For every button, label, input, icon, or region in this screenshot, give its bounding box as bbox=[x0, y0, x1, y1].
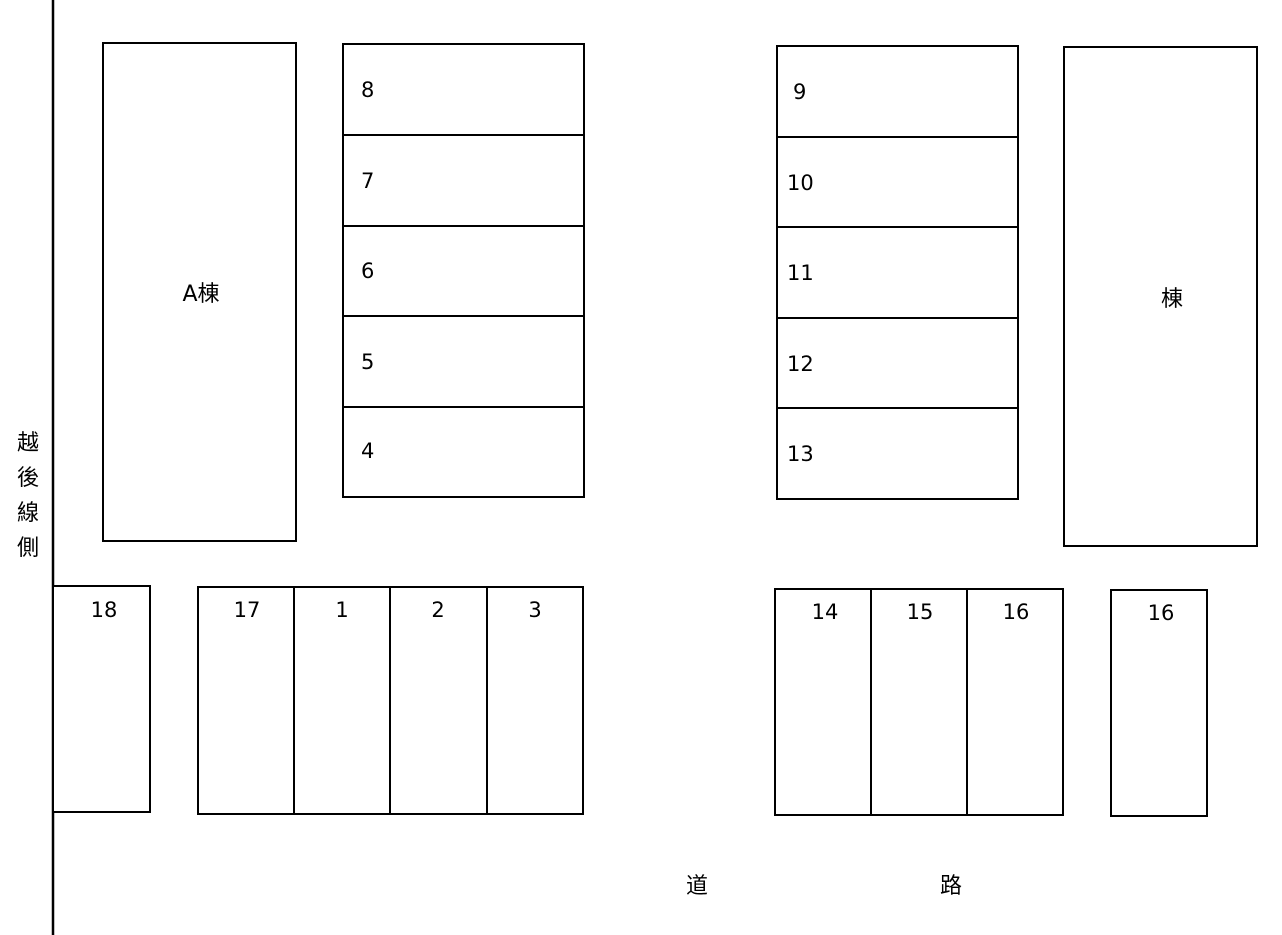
space-10-label: 10 bbox=[787, 171, 814, 195]
space-16b-label: 16 bbox=[1148, 601, 1175, 625]
space-6 bbox=[342, 225, 585, 317]
space-1-label: 1 bbox=[335, 598, 348, 622]
side-char-4: 側 bbox=[17, 536, 39, 561]
road-label: 道 路 bbox=[686, 874, 962, 899]
space-11-label: 11 bbox=[787, 261, 814, 285]
space-9 bbox=[776, 45, 1019, 138]
space-15-label: 15 bbox=[907, 600, 934, 624]
space-17-label: 17 bbox=[234, 598, 261, 622]
building-b-label: 棟 bbox=[1161, 287, 1183, 312]
space-6-label: 6 bbox=[361, 259, 374, 283]
bottom-row-left: 18 17 1 2 3 bbox=[52, 585, 584, 815]
space-13 bbox=[776, 407, 1019, 500]
space-14-label: 14 bbox=[812, 600, 839, 624]
space-18 bbox=[52, 585, 151, 813]
side-char-1: 越 bbox=[17, 431, 39, 456]
space-14 bbox=[774, 588, 872, 816]
space-7 bbox=[342, 134, 585, 227]
building-b: 棟 bbox=[1063, 46, 1258, 547]
space-1 bbox=[293, 586, 391, 815]
space-5 bbox=[342, 315, 585, 408]
building-a: A棟 bbox=[102, 42, 297, 542]
space-5-label: 5 bbox=[361, 350, 374, 374]
side-char-2: 後 bbox=[17, 466, 39, 491]
space-16b bbox=[1110, 589, 1208, 817]
space-15 bbox=[870, 588, 968, 816]
space-18-label: 18 bbox=[91, 598, 118, 622]
bottom-row-right: 14 15 16 16 bbox=[774, 588, 1208, 817]
space-4-label: 4 bbox=[361, 439, 374, 463]
space-7-label: 7 bbox=[361, 169, 374, 193]
space-12-label: 12 bbox=[787, 352, 814, 376]
road-char-2: 路 bbox=[940, 874, 962, 899]
side-char-3: 線 bbox=[17, 501, 39, 526]
road-char-1: 道 bbox=[686, 874, 708, 899]
side-line-label: 越 後 線 側 bbox=[17, 431, 39, 561]
space-16a bbox=[966, 588, 1064, 816]
space-13-label: 13 bbox=[787, 442, 814, 466]
space-9-label: 9 bbox=[793, 80, 806, 104]
space-8 bbox=[342, 43, 585, 136]
space-2-label: 2 bbox=[431, 598, 444, 622]
space-3 bbox=[486, 586, 584, 815]
left-stack: 8 7 6 5 4 bbox=[342, 43, 585, 498]
space-2 bbox=[389, 586, 488, 815]
space-12 bbox=[776, 317, 1019, 409]
building-a-label: A棟 bbox=[182, 282, 219, 307]
space-16a-label: 16 bbox=[1003, 600, 1030, 624]
space-11 bbox=[776, 226, 1019, 319]
space-4 bbox=[342, 406, 585, 498]
space-8-label: 8 bbox=[361, 78, 374, 102]
space-3-label: 3 bbox=[528, 598, 541, 622]
right-stack: 9 10 11 12 13 bbox=[776, 45, 1019, 500]
